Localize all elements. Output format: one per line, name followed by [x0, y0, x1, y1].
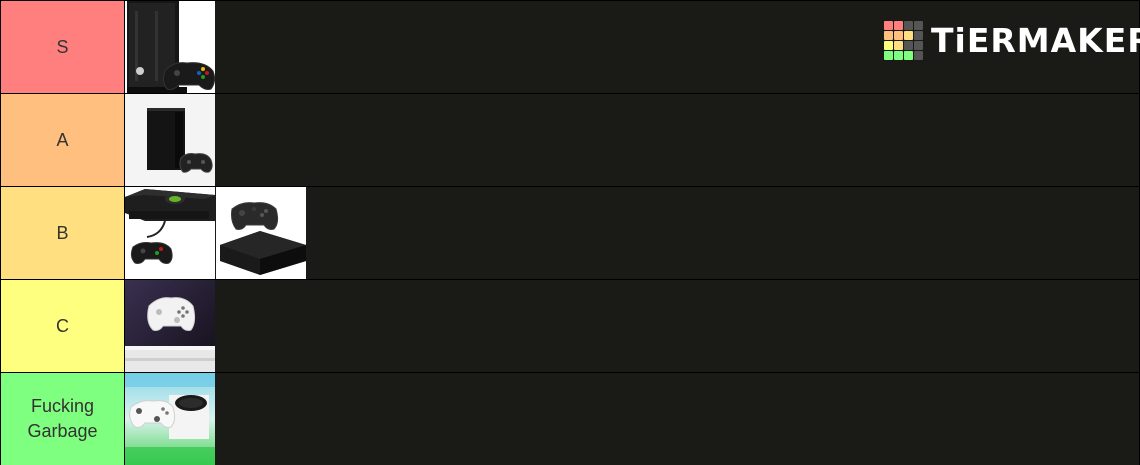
- tier-label-fucking-garbage[interactable]: Fucking Garbage: [1, 373, 125, 465]
- tier-row-s: S: [1, 1, 1139, 93]
- tiermaker-grid-cell: [914, 21, 923, 30]
- xbox-series-x-console-image[interactable]: [125, 94, 215, 186]
- tiermaker-grid-icon: [884, 21, 923, 60]
- tiermaker-grid-cell: [894, 41, 903, 50]
- tier-row-c: C: [1, 280, 1139, 372]
- tier-items-fucking-garbage[interactable]: [125, 373, 1139, 465]
- tier-label-a[interactable]: A: [1, 94, 125, 186]
- original-xbox-console-image[interactable]: [125, 187, 215, 279]
- tiermaker-grid-cell: [904, 21, 913, 30]
- tiermaker-grid-cell: [884, 21, 893, 30]
- tiermaker-grid-cell: [894, 31, 903, 40]
- tier-label-b[interactable]: B: [1, 187, 125, 279]
- tiermaker-grid-cell: [904, 41, 913, 50]
- tiermaker-grid-cell: [904, 31, 913, 40]
- tiermaker-grid-cell: [884, 41, 893, 50]
- tiermaker-grid-cell: [894, 21, 903, 30]
- tiermaker-wordmark: TiERMAKER: [931, 20, 1140, 60]
- tier-items-a[interactable]: [125, 94, 1139, 186]
- tier-row-b: B: [1, 187, 1139, 279]
- tiermaker-grid-cell: [914, 31, 923, 40]
- tiermaker-grid-cell: [884, 31, 893, 40]
- xbox-one-x-console-image[interactable]: [216, 187, 306, 279]
- tiermaker-grid-cell: [904, 51, 913, 60]
- xbox-one-s-console-image[interactable]: [125, 280, 215, 372]
- xbox-360-slim-console-image[interactable]: [125, 1, 215, 93]
- tiermaker-grid-cell: [894, 51, 903, 60]
- tier-row-a: A: [1, 94, 1139, 186]
- xbox-series-s-console-image[interactable]: [125, 373, 215, 465]
- tier-items-b[interactable]: [125, 187, 1139, 279]
- tier-row-fucking-garbage: Fucking Garbage: [1, 373, 1139, 465]
- tiermaker-logo: TiERMAKER: [884, 21, 1140, 60]
- tier-label-c[interactable]: C: [1, 280, 125, 372]
- tiermaker-grid-cell: [914, 41, 923, 50]
- tier-label-s[interactable]: S: [1, 1, 125, 93]
- tiermaker-grid-cell: [884, 51, 893, 60]
- tier-items-s[interactable]: [125, 1, 1139, 93]
- tiermaker-grid-cell: [914, 51, 923, 60]
- tier-items-c[interactable]: [125, 280, 1139, 372]
